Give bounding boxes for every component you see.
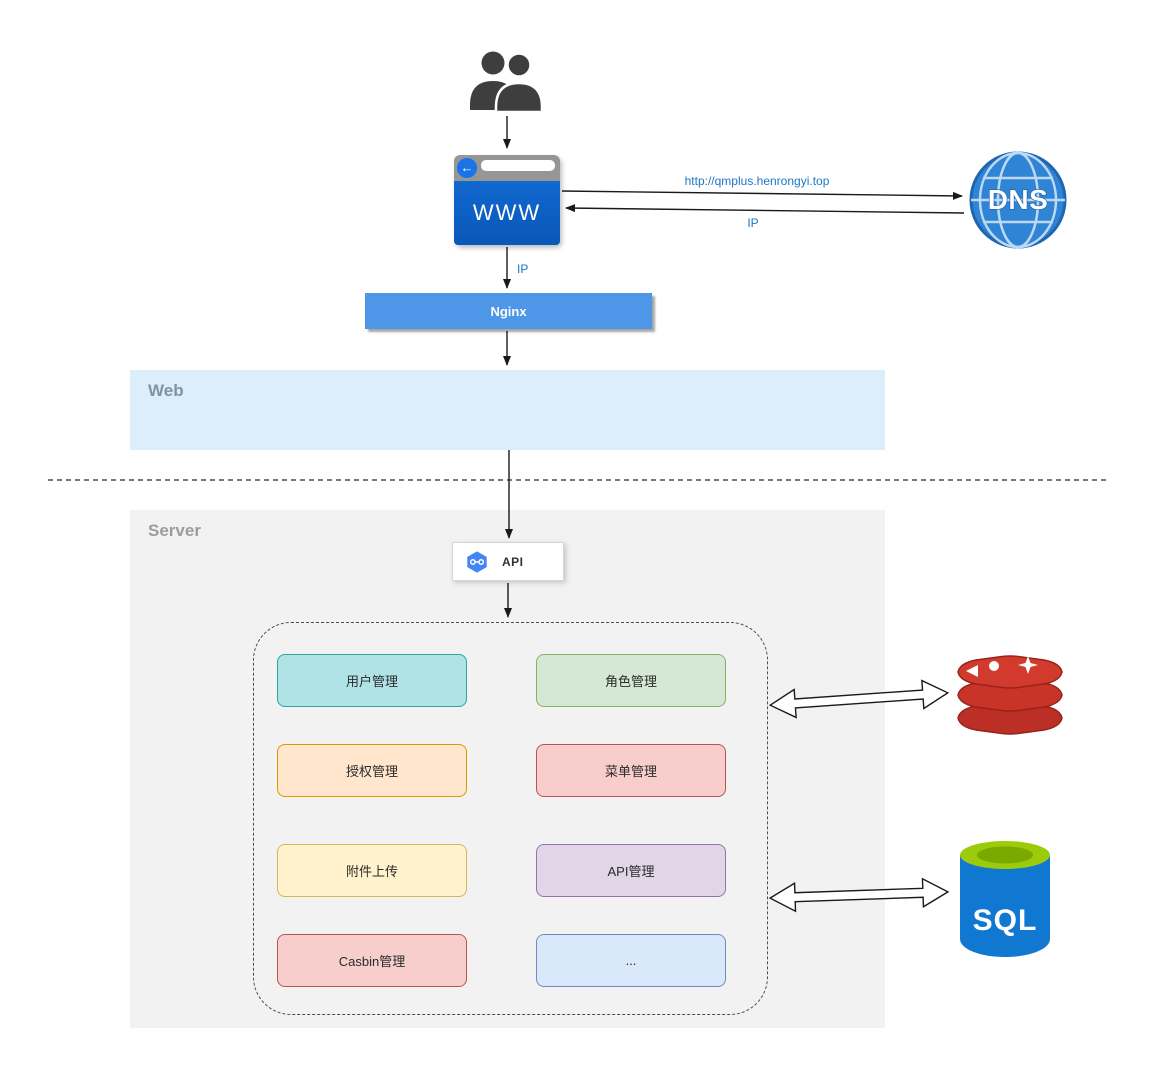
arrow-dns-to-browser [565, 204, 965, 214]
api-hexagon-icon [467, 550, 487, 573]
module-box: 菜单管理 [536, 744, 726, 797]
nginx-node: Nginx [365, 293, 652, 329]
browser-www-label: WWW [454, 181, 560, 245]
module-box: 用户管理 [277, 654, 467, 707]
web-zone: Web [130, 370, 885, 450]
browser-address-bar [481, 160, 555, 171]
sql-label: SQL [973, 904, 1038, 937]
browser-node: ← WWW [454, 155, 560, 245]
server-zone-label: Server [148, 521, 201, 540]
module-box: 附件上传 [277, 844, 467, 897]
arrow-browser-to-dns [561, 190, 963, 200]
module-box: 角色管理 [536, 654, 726, 707]
request-url-label: http://qmplus.henrongyi.top [684, 174, 830, 188]
dns-label: DNS [988, 184, 1049, 215]
modules-dashed-container [253, 622, 768, 1015]
dns-response-ip-label: IP [747, 216, 759, 230]
users-icon [470, 51, 544, 114]
api-node: API [452, 542, 564, 581]
sql-database-icon: SQL [960, 841, 1050, 957]
module-box: ... [536, 934, 726, 987]
module-box: 授权管理 [277, 744, 467, 797]
redis-database-icon [957, 655, 1063, 735]
module-box: API管理 [536, 844, 726, 897]
nginx-ip-label: IP [517, 262, 529, 276]
back-arrow-icon: ← [457, 158, 477, 178]
api-label: API [502, 554, 524, 569]
module-box: Casbin管理 [277, 934, 467, 987]
browser-toolbar: ← [454, 155, 560, 181]
web-zone-label: Web [148, 381, 184, 400]
dns-globe-icon: DNS [969, 151, 1067, 249]
